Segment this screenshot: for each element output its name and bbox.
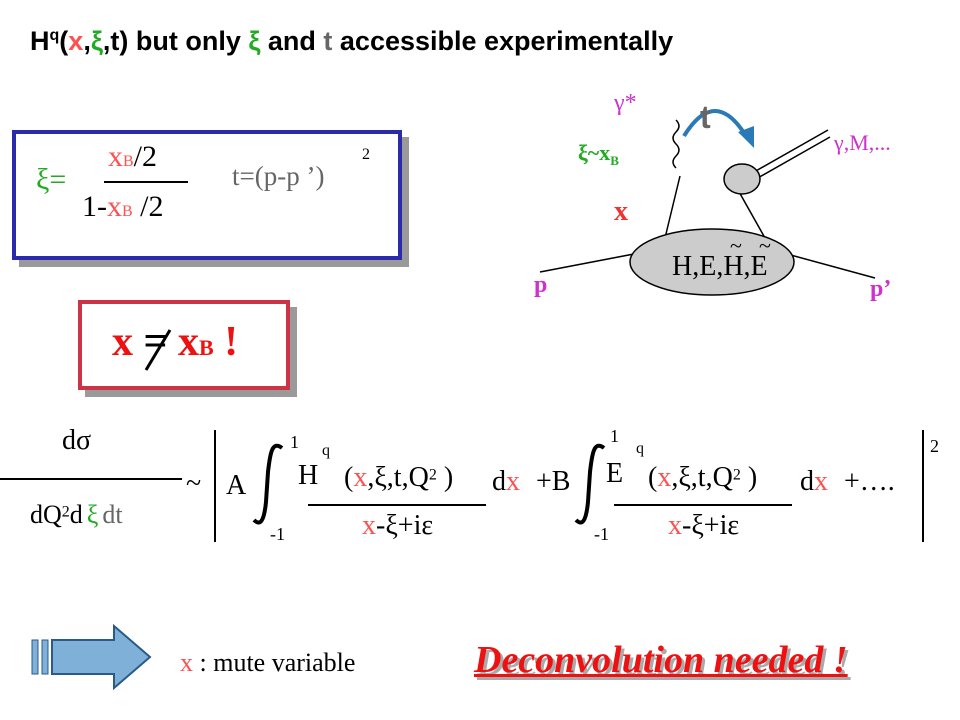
quark-line-left	[664, 175, 681, 239]
gamma-star-label: γ*	[613, 90, 637, 116]
x-not-equal-xb-box	[78, 300, 290, 390]
gamma-m-label: γ,M,...	[833, 130, 891, 155]
outgoing-photon-line-2	[755, 136, 831, 180]
t-exponent: 2	[362, 146, 370, 163]
outgoing-photon-line-1	[753, 129, 829, 173]
fraction-bar-1	[308, 504, 486, 506]
dx-1: dx	[492, 466, 520, 497]
xi-denominator: 1-xB /2	[82, 190, 164, 223]
gpd-e: E	[606, 458, 624, 489]
square-exponent: 2	[930, 436, 939, 456]
xi-numerator: xB/2	[108, 140, 158, 173]
abs-bar-right	[922, 430, 924, 542]
integral-1-lower: -1	[270, 524, 285, 544]
momentum-transfer-arrow	[682, 109, 748, 138]
coefficient-a: A	[226, 470, 247, 501]
gpd-blob-label: H,E,H,E	[672, 251, 768, 282]
not-equal-slash	[144, 329, 172, 371]
x-not-equal-xb: x = xB !	[112, 319, 239, 365]
dsigma-denominator: dQ2d ξ dt	[30, 500, 123, 529]
tilde-E: ~	[759, 233, 771, 258]
p-label: p	[534, 272, 547, 298]
dx-2: dx	[800, 466, 828, 497]
p-prime-label: p’	[870, 276, 891, 302]
t-label: t	[700, 99, 711, 135]
dvcs-diagram: H,E,H,E ~ ~ γ* t γ,M,... ξ~xB x p p’	[534, 90, 891, 302]
mute-variable-note: x : mute variable	[180, 648, 356, 677]
tilde-sign: ~	[186, 468, 202, 499]
integral-2-upper: 1	[610, 426, 619, 446]
integral-1-upper: 1	[290, 432, 299, 452]
abs-bar-left	[214, 430, 216, 542]
gpd-h-quark: q	[322, 442, 330, 459]
block-arrow-icon	[31, 624, 152, 690]
quark-line-right	[737, 189, 766, 239]
gpd-e-quark: q	[636, 440, 644, 457]
plus-b: +B	[536, 466, 571, 497]
deconvolution-needed: Deconvolution needed !	[474, 639, 848, 681]
integral-sign-1	[252, 443, 284, 525]
dsigma: dσ	[62, 425, 92, 456]
gpd-blob	[629, 228, 795, 296]
xi-definition-box	[12, 130, 402, 260]
xi-equals: ξ=	[36, 163, 67, 196]
integral-2-lower: -1	[594, 524, 609, 544]
tilde-H: ~	[730, 233, 742, 258]
denominator-1: x-ξ+iε	[362, 510, 434, 541]
gpd-h: H	[298, 460, 319, 491]
integral-sign-2	[574, 443, 606, 525]
page-title: Hq(x,ξ,t) but only ξ and t accessible ex…	[30, 26, 674, 56]
fraction-bar-2	[614, 504, 792, 506]
denominator-2: x-ξ+iε	[668, 510, 740, 541]
virtual-photon-line	[672, 119, 680, 169]
xi-fraction-bar	[104, 181, 188, 183]
t-definition: t=(p-p ’)	[232, 161, 325, 191]
x-label: x	[614, 196, 628, 227]
hard-vertex-blob	[723, 163, 761, 195]
gpd-h-arguments: (x,ξ,t,Q2 )	[344, 462, 454, 493]
xi-xb-label: ξ~xB	[578, 140, 619, 168]
dsigma-fraction-bar	[0, 478, 182, 480]
plus-dots: +….	[844, 466, 895, 497]
momentum-transfer-arrowhead	[738, 126, 754, 148]
gpd-e-arguments: (x,ξ,t,Q2 )	[648, 462, 758, 493]
